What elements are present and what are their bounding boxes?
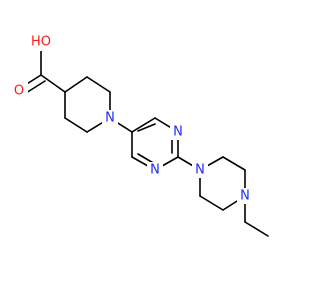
piperazine-nitrogen-right-background [237,188,253,204]
bond-acid-to-ring [40,74,66,93]
bond-piperazine-5 [199,195,224,211]
bond-piperazine-2 [222,156,246,171]
piperazine-nitrogen-right-label: N [240,189,250,204]
pyrimidine-nitrogen-top-label: N [173,125,183,140]
bond-piperidine-1 [64,76,88,93]
piperazine-nitrogen-left-background [192,162,208,178]
bond-pyrimidine-1-inner [137,123,156,132]
bond-carbonyl-2 [25,80,46,94]
pyrimidine-nitrogen-bottom-label: N [150,163,160,178]
carbonyl-oxygen-label: O [14,84,24,99]
hydroxyl-oxygen-label: HO [31,35,51,50]
piperazine-nitrogen-left-label: N [195,163,205,178]
hydroxyl-oxygen-background [28,34,54,51]
pyrimidine-nitrogen-top-background [170,124,186,140]
carbonyl-oxygen-background [11,82,28,99]
bond-ethyl-2 [244,221,269,237]
bonds [21,49,269,237]
bond-piperidine-2 [86,76,111,93]
piperidine-nitrogen-background [102,110,118,126]
bond-pyrimidine-1 [131,117,156,133]
molecule-diagram: HO O N N N N N [11,34,269,237]
atom-labels: HO O N N N N N [11,34,253,204]
pyrimidine-nitrogen-bottom-background [147,162,163,178]
bond-piperidine-5 [64,117,88,133]
piperidine-nitrogen-label: N [105,111,115,126]
